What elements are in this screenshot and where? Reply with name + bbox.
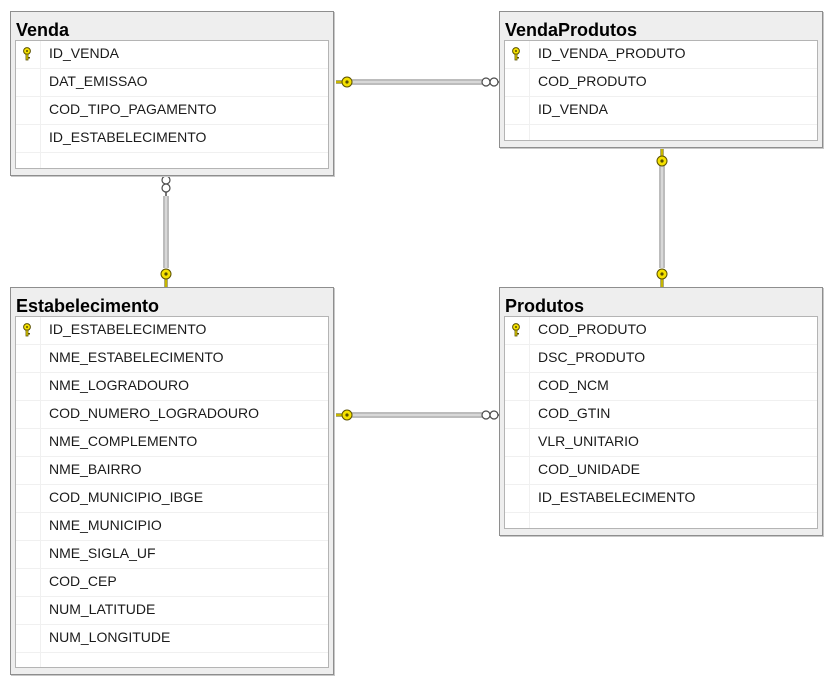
column-name: COD_GTIN — [538, 405, 611, 421]
column-row[interactable]: COD_UNIDADE — [505, 457, 817, 485]
key-end-icon — [160, 268, 172, 287]
key-end-icon — [336, 409, 353, 421]
relationship-produtos-vendaprodutos[interactable] — [656, 148, 668, 287]
key-icon — [22, 323, 36, 337]
table-title: VendaProdutos — [505, 20, 638, 40]
column-row[interactable]: NME_SIGLA_UF — [16, 541, 328, 569]
column-name: COD_MUNICIPIO_IBGE — [49, 489, 204, 505]
table-title: Venda — [16, 20, 70, 40]
column-name: COD_NCM — [538, 377, 609, 393]
column-row[interactable]: NME_COMPLEMENTO — [16, 429, 328, 457]
table-title: Estabelecimento — [16, 296, 160, 316]
column-grid: ID_ESTABELECIMENTO NME_ESTABELECIMENTO NME… — [15, 316, 329, 668]
row-selector-column — [16, 41, 41, 168]
column-name: COD_PRODUTO — [538, 73, 647, 89]
column-row[interactable]: NME_BAIRRO — [16, 457, 328, 485]
column-row[interactable]: ID_VENDA_PRODUTO — [505, 41, 817, 69]
column-name: NUM_LONGITUDE — [49, 629, 171, 645]
column-grid: COD_PRODUTO DSC_PRODUTO COD_NCM COD_GTIN VLR… — [504, 316, 818, 529]
column-grid: ID_VENDA_PRODUTO COD_PRODUTO ID_VENDA — [504, 40, 818, 141]
column-row[interactable]: COD_GTIN — [505, 401, 817, 429]
column-row[interactable]: ID_VENDA — [16, 41, 328, 69]
key-icon — [511, 47, 525, 61]
table-vendaprodutos[interactable]: VendaProdutos ID_VENDA_PRODUTO COD_PRODUT… — [499, 11, 823, 148]
column-name: ID_ESTABELECIMENTO — [49, 321, 207, 337]
column-row[interactable]: DAT_EMISSAO — [16, 69, 328, 97]
key-end-icon — [656, 268, 668, 287]
key-end-icon — [336, 76, 353, 88]
row-selector-column — [505, 41, 530, 140]
column-name: NME_ESTABELECIMENTO — [49, 349, 224, 365]
row-selector-column — [16, 317, 41, 667]
column-row[interactable]: NME_LOGRADOURO — [16, 373, 328, 401]
column-row[interactable]: NME_MUNICIPIO — [16, 513, 328, 541]
column-name: COD_CEP — [49, 573, 117, 589]
column-row[interactable]: COD_PRODUTO — [505, 69, 817, 97]
column-grid: ID_VENDA DAT_EMISSAO COD_TIPO_PAGAMENTO ID_… — [15, 40, 329, 169]
column-name: ID_ESTABELECIMENTO — [49, 129, 207, 145]
column-name: VLR_UNITARIO — [538, 433, 639, 449]
column-name: ID_VENDA — [49, 45, 120, 61]
column-name: COD_PRODUTO — [538, 321, 647, 337]
row-selector-column — [505, 317, 530, 528]
column-name: ID_ESTABELECIMENTO — [538, 489, 696, 505]
infinity-end-icon — [481, 410, 502, 420]
table-venda[interactable]: Venda ID_VENDA DAT_EMISSAO COD_TIPO_PAGAME… — [10, 11, 334, 176]
relationship-estabelecimento-venda[interactable] — [160, 175, 172, 287]
column-name: ID_VENDA_PRODUTO — [538, 45, 686, 61]
column-name: NME_COMPLEMENTO — [49, 433, 198, 449]
column-name: DSC_PRODUTO — [538, 349, 646, 365]
column-row[interactable]: DSC_PRODUTO — [505, 345, 817, 373]
column-name: NME_LOGRADOURO — [49, 377, 190, 393]
column-name: NUM_LATITUDE — [49, 601, 156, 617]
column-row[interactable]: ID_ESTABELECIMENTO — [505, 485, 817, 513]
column-row[interactable]: COD_MUNICIPIO_IBGE — [16, 485, 328, 513]
column-row[interactable]: COD_TIPO_PAGAMENTO — [16, 97, 328, 125]
column-row[interactable]: NME_ESTABELECIMENTO — [16, 345, 328, 373]
key-icon — [511, 323, 525, 337]
column-row[interactable]: ID_ESTABELECIMENTO — [16, 317, 328, 345]
column-name: COD_UNIDADE — [538, 461, 640, 477]
table-title: Produtos — [505, 296, 584, 316]
infinity-end-icon — [161, 175, 171, 196]
relationship-venda-vendaprodutos[interactable] — [336, 76, 502, 88]
column-name: COD_TIPO_PAGAMENTO — [49, 101, 217, 117]
relationship-estabelecimento-produtos[interactable] — [336, 409, 502, 421]
column-name: NME_SIGLA_UF — [49, 545, 156, 561]
key-icon — [22, 47, 36, 61]
column-row[interactable]: VLR_UNITARIO — [505, 429, 817, 457]
column-row[interactable]: COD_NUMERO_LOGRADOURO — [16, 401, 328, 429]
table-estabelecimento[interactable]: Estabelecimento ID_ESTABELECIMENTO NME_ES… — [10, 287, 334, 675]
column-row[interactable]: COD_PRODUTO — [505, 317, 817, 345]
column-name: NME_BAIRRO — [49, 461, 142, 477]
column-name: NME_MUNICIPIO — [49, 517, 162, 533]
column-name: COD_NUMERO_LOGRADOURO — [49, 405, 260, 421]
column-row[interactable]: NUM_LATITUDE — [16, 597, 328, 625]
column-name: DAT_EMISSAO — [49, 73, 148, 89]
column-row[interactable]: COD_CEP — [16, 569, 328, 597]
column-row[interactable]: COD_NCM — [505, 373, 817, 401]
column-row[interactable]: ID_ESTABELECIMENTO — [16, 125, 328, 153]
key-end-icon — [656, 148, 668, 167]
column-row[interactable]: NUM_LONGITUDE — [16, 625, 328, 653]
column-row[interactable]: ID_VENDA — [505, 97, 817, 125]
column-name: ID_VENDA — [538, 101, 609, 117]
